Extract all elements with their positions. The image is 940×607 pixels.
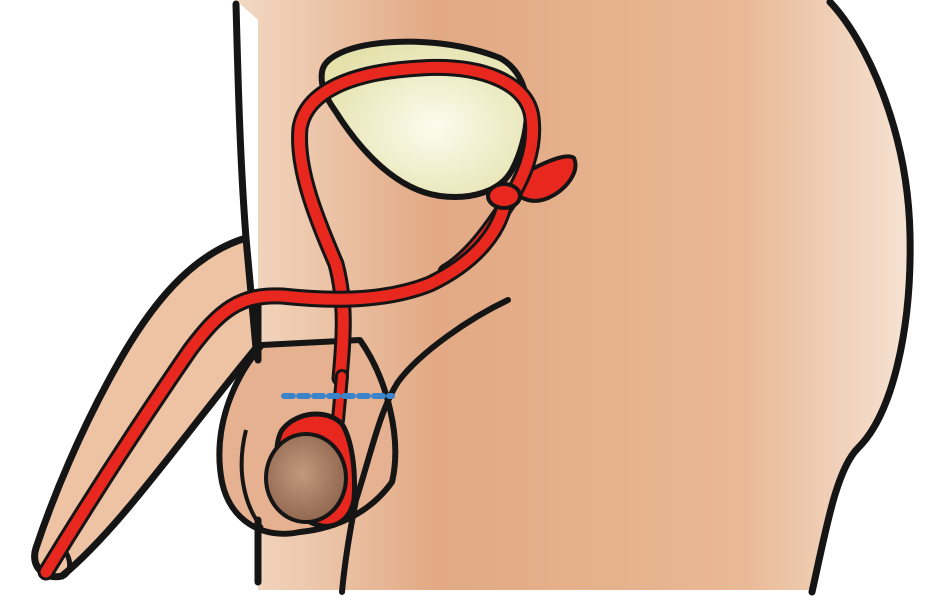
testis bbox=[264, 432, 348, 524]
abdomen-outline bbox=[232, 0, 250, 242]
seminal-vesicle bbox=[511, 154, 578, 203]
prostate bbox=[486, 182, 522, 210]
buttock-outline bbox=[808, 0, 914, 596]
urethra-fill bbox=[40, 190, 512, 578]
thigh-outline bbox=[339, 297, 511, 595]
